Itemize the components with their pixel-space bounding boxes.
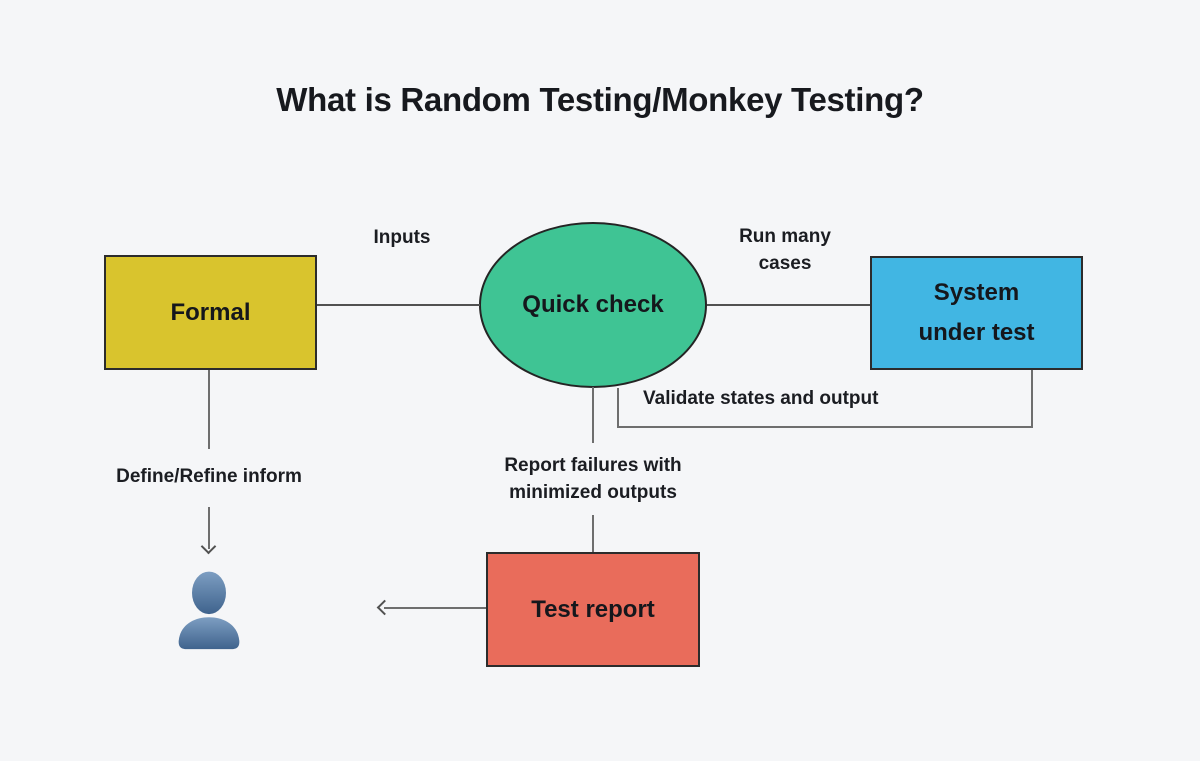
edge-formal-down bbox=[208, 370, 210, 449]
edge-validate-right-vertical bbox=[1031, 370, 1033, 428]
edge-validate-horizontal bbox=[617, 426, 1033, 428]
node-system-under-test-label: System under test bbox=[918, 279, 1035, 346]
node-test-report: Test report bbox=[486, 552, 700, 667]
edge-label-report-failures: Report failures with minimized outputs bbox=[504, 455, 682, 503]
person-icon bbox=[178, 571, 240, 650]
node-quick-check: Quick check bbox=[479, 222, 707, 388]
edge-label-inputs: Inputs bbox=[373, 227, 431, 248]
edge-formal-to-quickcheck bbox=[317, 304, 480, 306]
edge-report-to-user bbox=[384, 607, 486, 609]
node-formal: Formal bbox=[104, 255, 317, 370]
edge-define-to-user bbox=[208, 507, 210, 549]
node-system-under-test: System under test bbox=[870, 256, 1083, 370]
edge-label-run-many-cases: Run many cases bbox=[739, 226, 831, 274]
page-title: What is Random Testing/Monkey Testing? bbox=[276, 81, 924, 118]
edge-quickcheck-down bbox=[592, 387, 594, 443]
node-quick-check-label: Quick check bbox=[522, 291, 664, 318]
edge-quickcheck-to-sut bbox=[707, 304, 870, 306]
edge-to-test-report bbox=[592, 515, 594, 552]
node-test-report-label: Test report bbox=[531, 595, 655, 623]
node-formal-label: Formal bbox=[170, 298, 251, 326]
edge-label-validate-states: Validate states and output bbox=[643, 388, 879, 409]
arrowhead-down-icon bbox=[200, 538, 217, 555]
edge-label-define-refine: Define/Refine inform bbox=[116, 466, 302, 487]
arrowhead-left-icon bbox=[376, 599, 393, 616]
edge-validate-left-vertical bbox=[617, 388, 619, 428]
